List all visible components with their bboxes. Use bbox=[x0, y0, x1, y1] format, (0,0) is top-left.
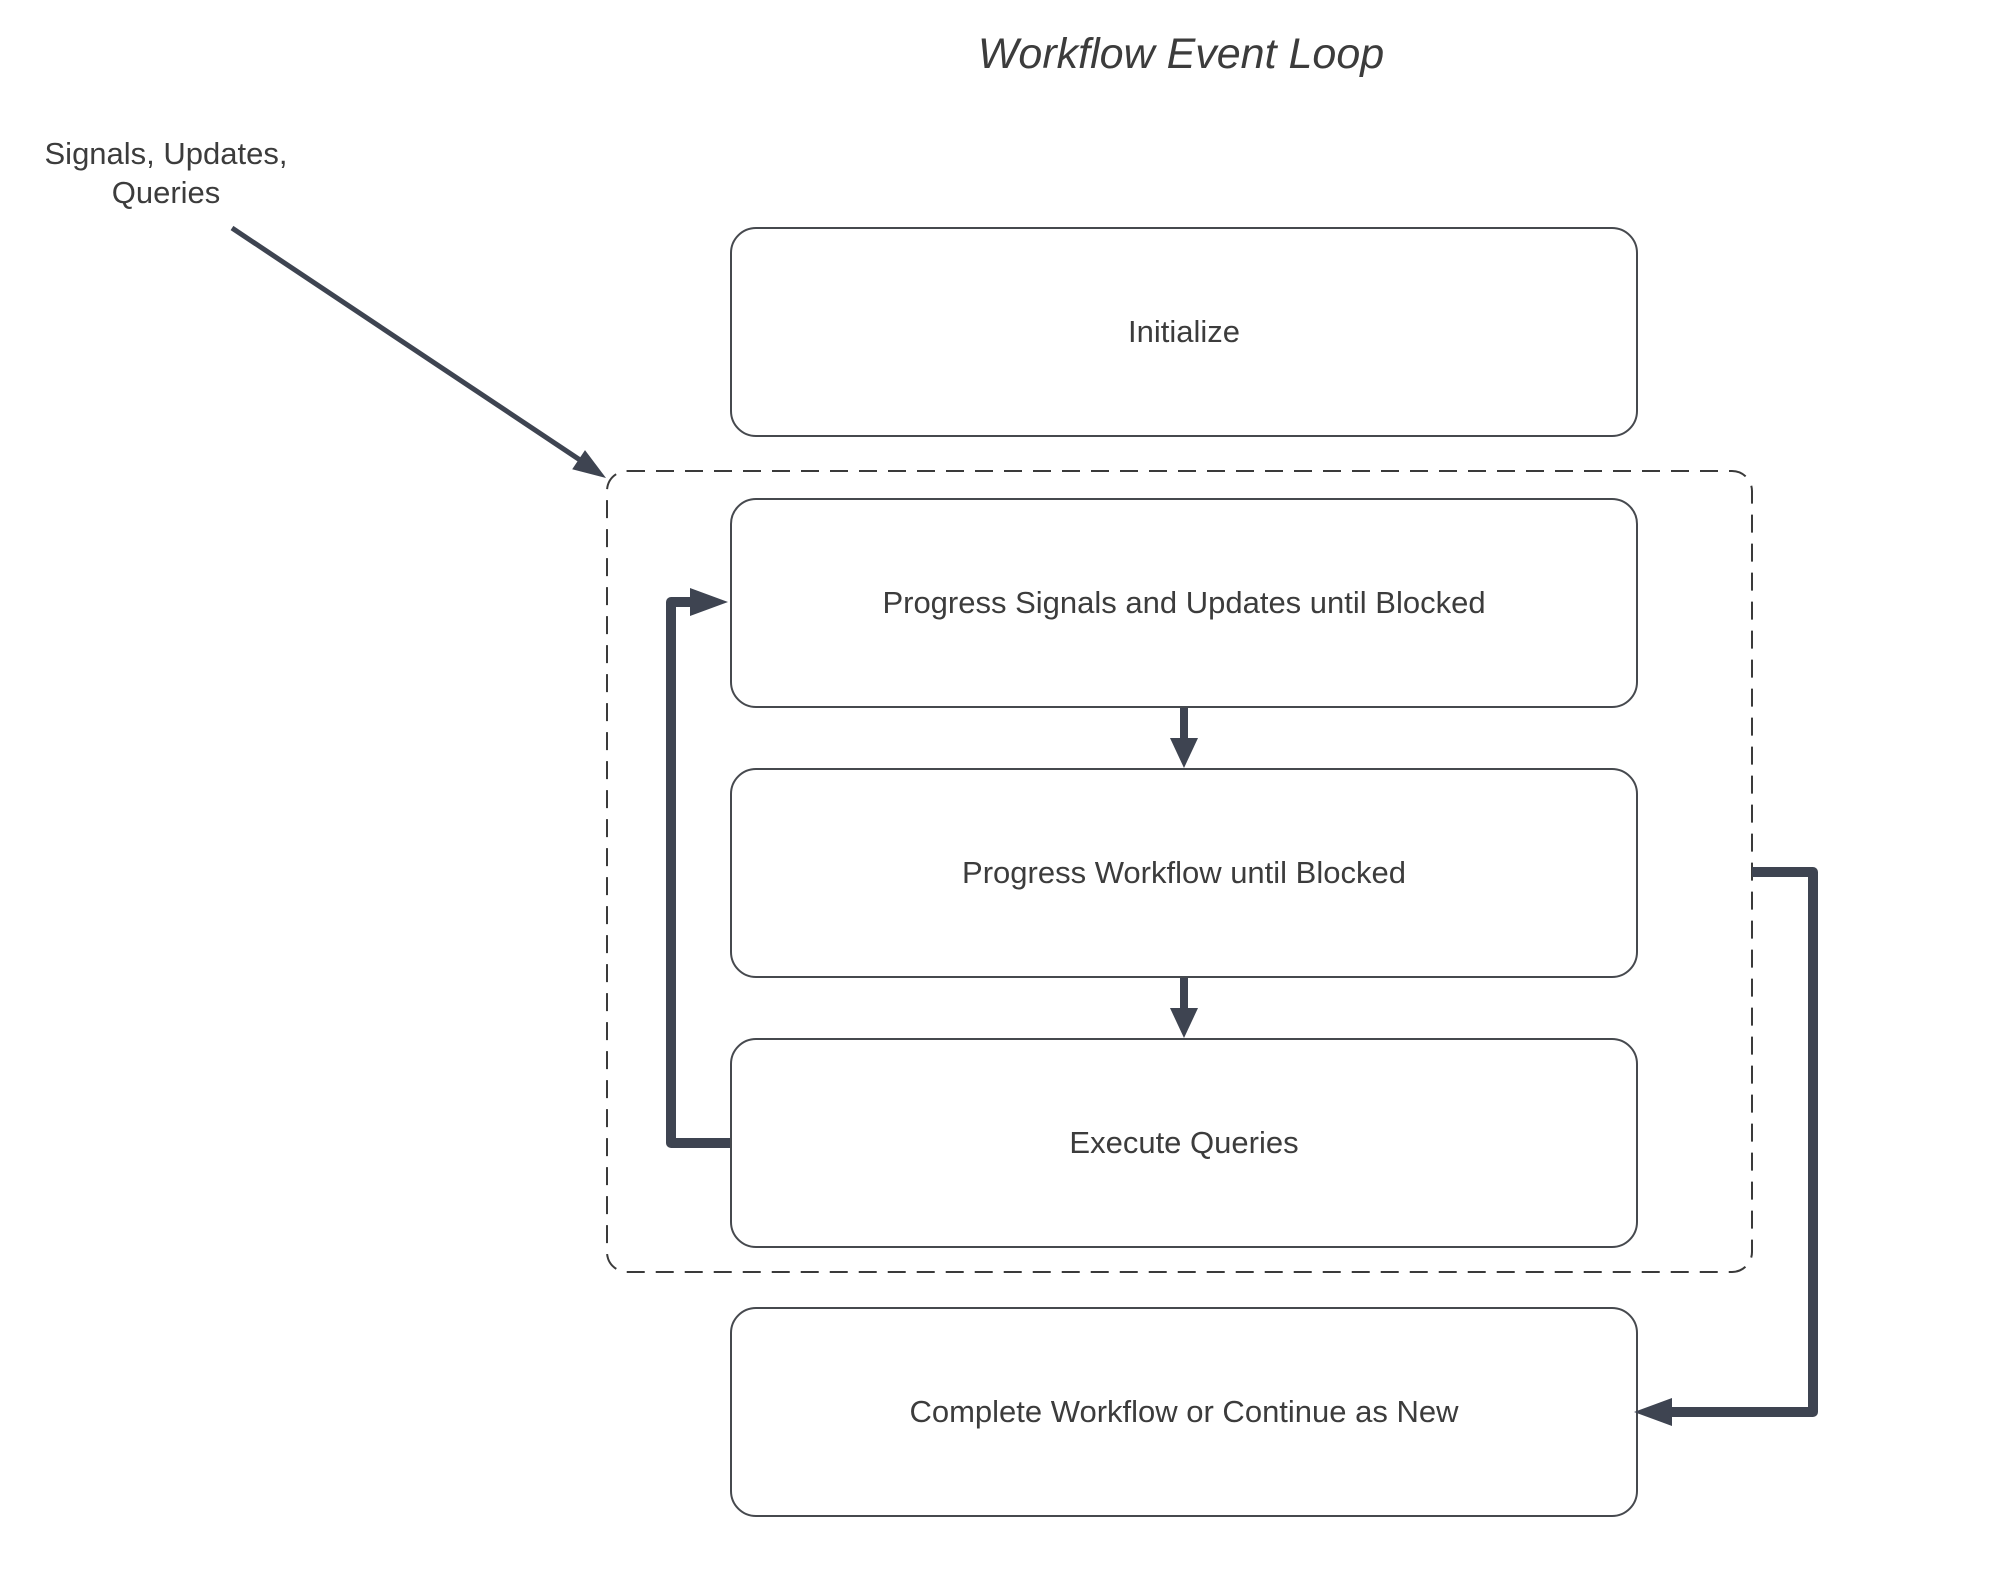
external-events-arrow bbox=[230, 225, 606, 478]
node-complete-workflow-label: Complete Workflow or Continue as New bbox=[909, 1394, 1459, 1429]
node-progress-signals-label: Progress Signals and Updates until Block… bbox=[882, 585, 1486, 620]
node-execute-queries-label: Execute Queries bbox=[1069, 1125, 1299, 1160]
external-events-label-line1: Signals, Updates, bbox=[44, 136, 288, 171]
arrow-signals-to-workflow bbox=[1170, 708, 1198, 768]
arrow-queries-loop-back bbox=[666, 588, 730, 1148]
external-events-label-line2: Queries bbox=[111, 175, 221, 210]
node-execute-queries: Execute Queries bbox=[730, 1038, 1638, 1248]
node-progress-workflow-label: Progress Workflow until Blocked bbox=[962, 855, 1406, 890]
node-progress-workflow: Progress Workflow until Blocked bbox=[730, 768, 1638, 978]
external-events-label: Signals, Updates, Queries bbox=[30, 134, 302, 212]
arrow-workflow-to-queries bbox=[1170, 978, 1198, 1038]
arrow-loop-to-complete bbox=[1634, 867, 1818, 1426]
node-initialize-label: Initialize bbox=[1128, 314, 1240, 349]
node-complete-workflow: Complete Workflow or Continue as New bbox=[730, 1307, 1638, 1517]
diagram-title: Workflow Event Loop bbox=[977, 30, 1385, 78]
node-initialize: Initialize bbox=[730, 227, 1638, 437]
node-progress-signals: Progress Signals and Updates until Block… bbox=[730, 498, 1638, 708]
